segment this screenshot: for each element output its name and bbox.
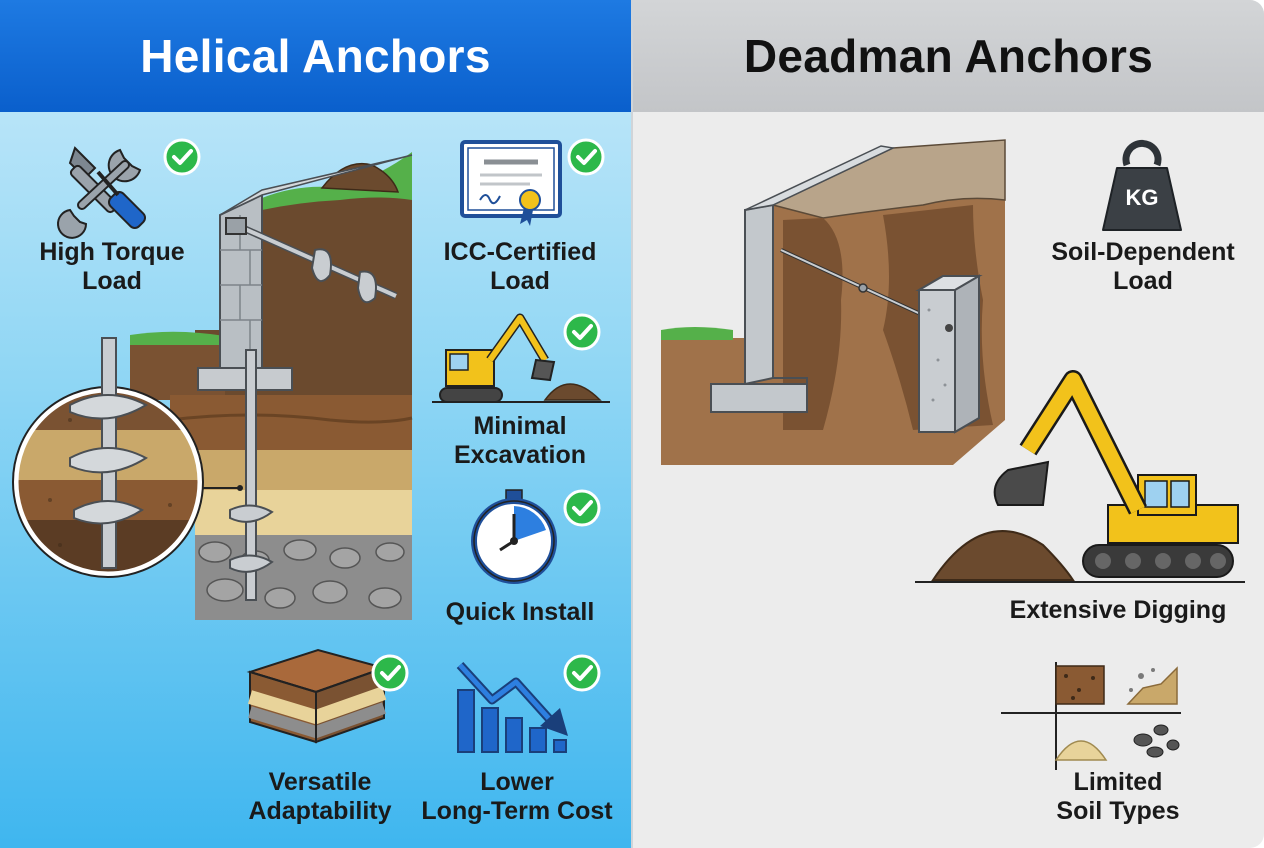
check-icon	[563, 489, 601, 527]
feature-high-torque: High Torque Load	[39, 238, 185, 295]
feature-limited-soil: Limited Soil Types	[1056, 768, 1180, 825]
feature-minimal-excavation: Minimal Excavation	[453, 412, 586, 469]
helical-panel: Helical Anchors	[0, 0, 631, 848]
declining-bar-chart-icon	[456, 661, 568, 753]
deadman-panel: Deadman Anchors	[633, 0, 1264, 848]
stopwatch-icon	[471, 489, 557, 584]
certificate-icon	[460, 140, 562, 226]
helical-title: Helical Anchors	[140, 30, 491, 82]
feature-lower-cost: Lower Long-Term Cost	[421, 768, 613, 825]
check-icon	[563, 313, 601, 351]
feature-soil-dependent: Soil-Dependent Load	[1051, 238, 1235, 295]
check-icon	[163, 138, 201, 176]
soil-types-icon	[1001, 662, 1181, 770]
helical-illustrations	[12, 138, 610, 753]
feature-icc-certified: ICC-Certified Load	[443, 238, 597, 295]
weight-icon: KG	[1102, 140, 1182, 231]
feature-quick-install: Quick Install	[445, 598, 595, 626]
deadman-title: Deadman Anchors	[743, 30, 1154, 82]
check-icon	[371, 654, 409, 692]
check-icon	[567, 138, 605, 176]
wrench-screwdriver-icon	[57, 146, 147, 239]
feature-versatile: Versatile Adaptability	[248, 768, 392, 825]
feature-extensive-digging: Extensive Digging	[1009, 596, 1227, 624]
deadman-soil-cross-section	[661, 139, 1006, 465]
deadman-header: Deadman Anchors	[633, 0, 1264, 112]
large-excavator-icon	[915, 370, 1245, 583]
soil-layers-block-icon	[246, 648, 388, 744]
weight-icon-label: KG	[1126, 185, 1159, 210]
deadman-illustrations: KG	[661, 139, 1245, 770]
helical-soil-cross-section	[130, 152, 413, 620]
helical-header: Helical Anchors	[0, 0, 631, 112]
check-icon	[563, 654, 601, 692]
panel-divider	[631, 0, 633, 848]
excavator-icon	[432, 313, 610, 403]
